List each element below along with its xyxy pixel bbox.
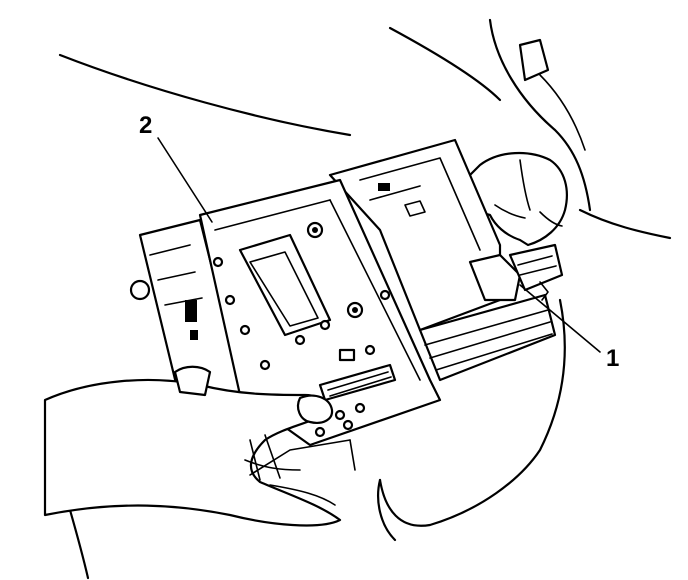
callout-1-label: 1	[606, 345, 619, 372]
callout-1-leader	[519, 284, 601, 353]
callout-2-leader	[157, 137, 213, 223]
radio-chassis	[129, 138, 564, 447]
callout-2-label: 2	[139, 112, 152, 139]
dashboard-outline	[58, 18, 672, 580]
left-hand	[43, 365, 356, 527]
